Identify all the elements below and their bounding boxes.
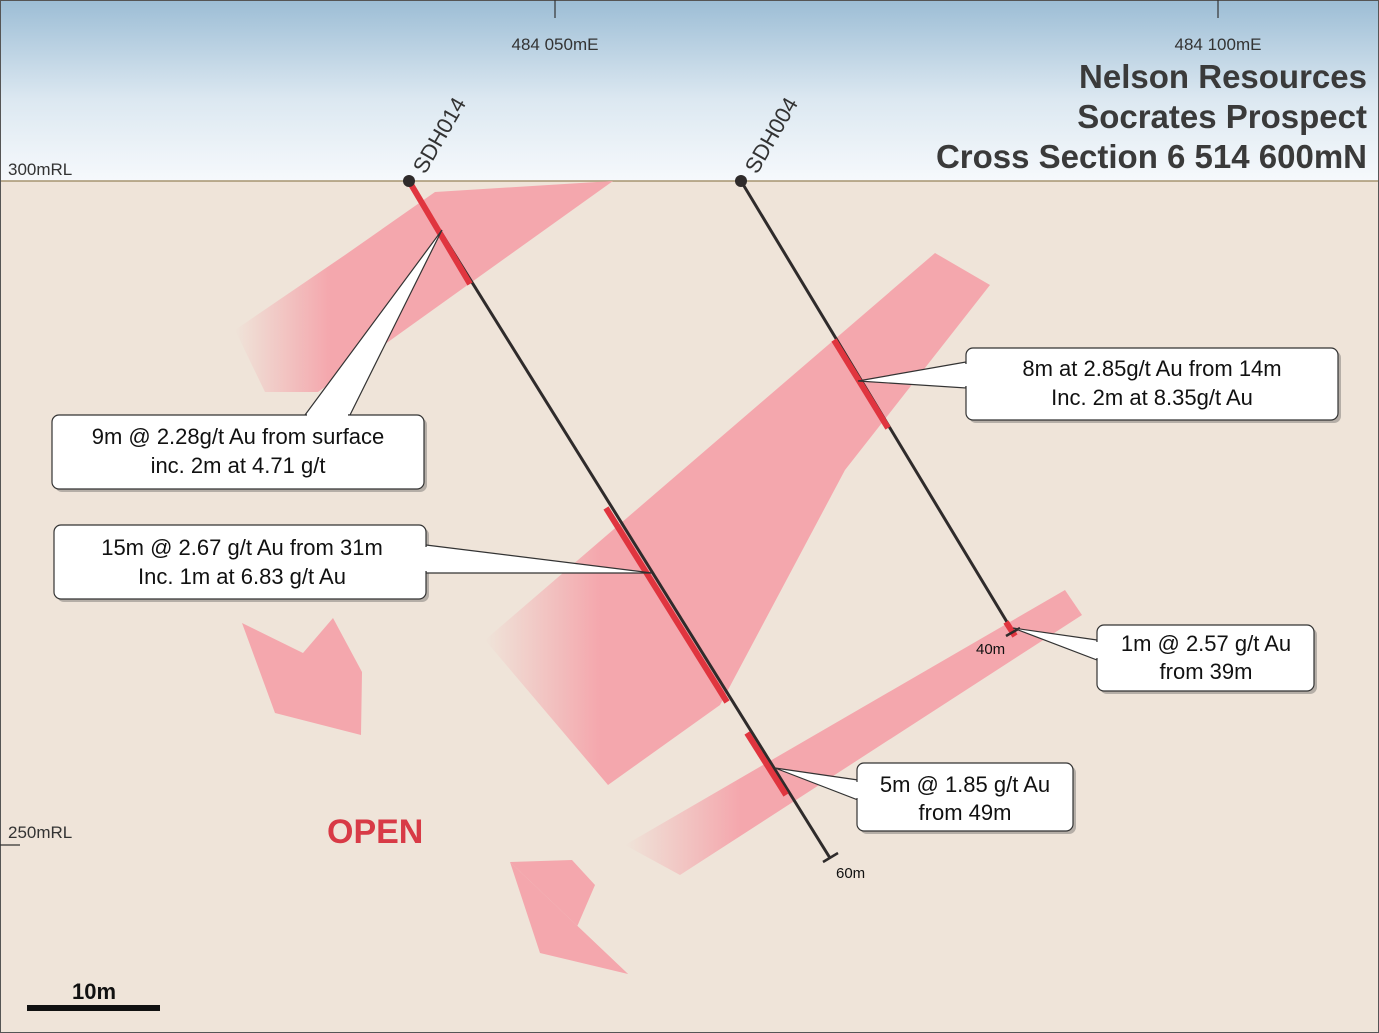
title-line-3: Cross Section 6 514 600mN <box>936 138 1367 175</box>
callout-sdh004-14m: 8m at 2.85g/t Au from 14m Inc. 2m at 8.3… <box>857 347 1341 423</box>
easting-label-1: 484 050mE <box>512 35 599 54</box>
callout-sdh014-surface-line1: 9m @ 2.28g/t Au from surface <box>92 424 385 449</box>
open-arrow-lower-head <box>510 862 628 974</box>
open-label: OPEN <box>327 813 423 851</box>
intercept-sdh004-39m <box>1003 620 1018 638</box>
callout-sdh004-39m: 1m @ 2.57 g/t Au from 39m <box>1012 624 1317 694</box>
callout-sdh004-14m-line1: 8m at 2.85g/t Au from 14m <box>1022 356 1281 381</box>
title-line-1: Nelson Resources <box>1079 58 1367 95</box>
eoh-depth-sdh014: 60m <box>836 865 865 882</box>
eoh-tick-sdh014 <box>822 851 839 864</box>
callout-sdh014-49m-line2: from 49m <box>919 800 1012 825</box>
easting-label-2: 484 100mE <box>1175 35 1262 54</box>
callout-sdh014-31m-line2: Inc. 1m at 6.83 g/t Au <box>138 564 346 589</box>
drillhole-trace-sdh014 <box>407 180 832 859</box>
rl-label-250: 250mRL <box>8 823 72 842</box>
intercept-sdh014-31m <box>603 506 730 704</box>
intercept-sdh004-14m <box>831 338 891 430</box>
callout-sdh014-49m: 5m @ 1.85 g/t Au from 49m <box>774 762 1076 834</box>
sky-background <box>0 0 1379 181</box>
callout-sdh004-39m-line1: 1m @ 2.57 g/t Au <box>1121 631 1291 656</box>
scale-bar <box>27 1005 160 1011</box>
collar-sdh014 <box>403 175 415 187</box>
callout-sdh004-14m-line2: Inc. 2m at 8.35g/t Au <box>1051 385 1253 410</box>
upper-mineralised-zone <box>235 181 613 392</box>
lower-mineralised-zone <box>625 590 1082 875</box>
eoh-depth-sdh004: 40m <box>976 641 1005 658</box>
callout-sdh004-39m-line2: from 39m <box>1160 659 1253 684</box>
open-arrow-upper <box>242 618 362 735</box>
collar-sdh004 <box>735 175 747 187</box>
open-arrow-lower <box>510 860 628 974</box>
callout-sdh014-surface-line2: inc. 2m at 4.71 g/t <box>151 453 326 478</box>
callout-sdh014-31m-line1: 15m @ 2.67 g/t Au from 31m <box>101 535 383 560</box>
scale-bar-label: 10m <box>72 979 116 1004</box>
intercept-sdh014-49m <box>744 731 789 797</box>
callout-sdh014-surface: 9m @ 2.28g/t Au from surface inc. 2m at … <box>51 229 443 492</box>
callout-sdh014-31m: 15m @ 2.67 g/t Au from 31m Inc. 1m at 6.… <box>53 524 653 602</box>
rl-label-300: 300mRL <box>8 160 72 179</box>
callout-sdh014-49m-line1: 5m @ 1.85 g/t Au <box>880 772 1050 797</box>
title-line-2: Socrates Prospect <box>1077 98 1367 135</box>
